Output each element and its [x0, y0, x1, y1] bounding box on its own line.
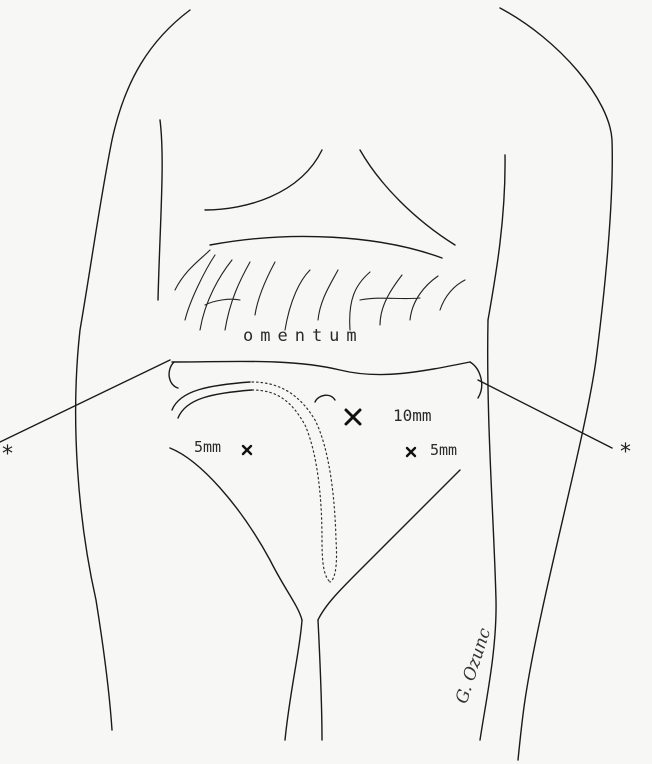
port-5mm-right-label: 5mm — [430, 441, 457, 459]
port-10mm-hook — [315, 395, 335, 402]
retraction-suture-star-icon: * — [2, 442, 13, 467]
left-shoulder-outline — [76, 10, 190, 730]
omentum-lower-edge — [172, 361, 470, 374]
port-10mm-label: 10mm — [393, 406, 432, 425]
left-thigh-inner — [285, 620, 302, 740]
right-retraction-hook — [470, 362, 482, 398]
right-retraction-thread — [478, 380, 612, 448]
retraction-suture-star-icon: * — [620, 440, 631, 465]
upper-abdomen-curve — [210, 236, 442, 258]
costal-margin-right — [360, 150, 455, 245]
left-arm-inner — [158, 120, 162, 300]
left-retraction-hook — [169, 362, 178, 388]
port-small-x-icon — [407, 448, 415, 456]
right-shoulder-outline — [500, 8, 612, 760]
bowel-loop-dotted — [252, 382, 337, 582]
right-thigh-inner — [318, 620, 322, 740]
omentum-label: omentum — [243, 326, 364, 346]
right-arm-inner — [488, 155, 505, 320]
right-inguinal-line — [318, 470, 460, 620]
bowel-loop-solid — [172, 382, 252, 418]
left-inguinal-line — [170, 448, 302, 620]
omentum-folds — [175, 250, 465, 330]
left-retraction-thread — [0, 360, 170, 442]
port-small-x-icon — [243, 446, 251, 454]
port-5mm-left-label: 5mm — [194, 438, 221, 456]
costal-margin-left — [205, 150, 322, 210]
port-large-x-icon — [346, 410, 360, 424]
